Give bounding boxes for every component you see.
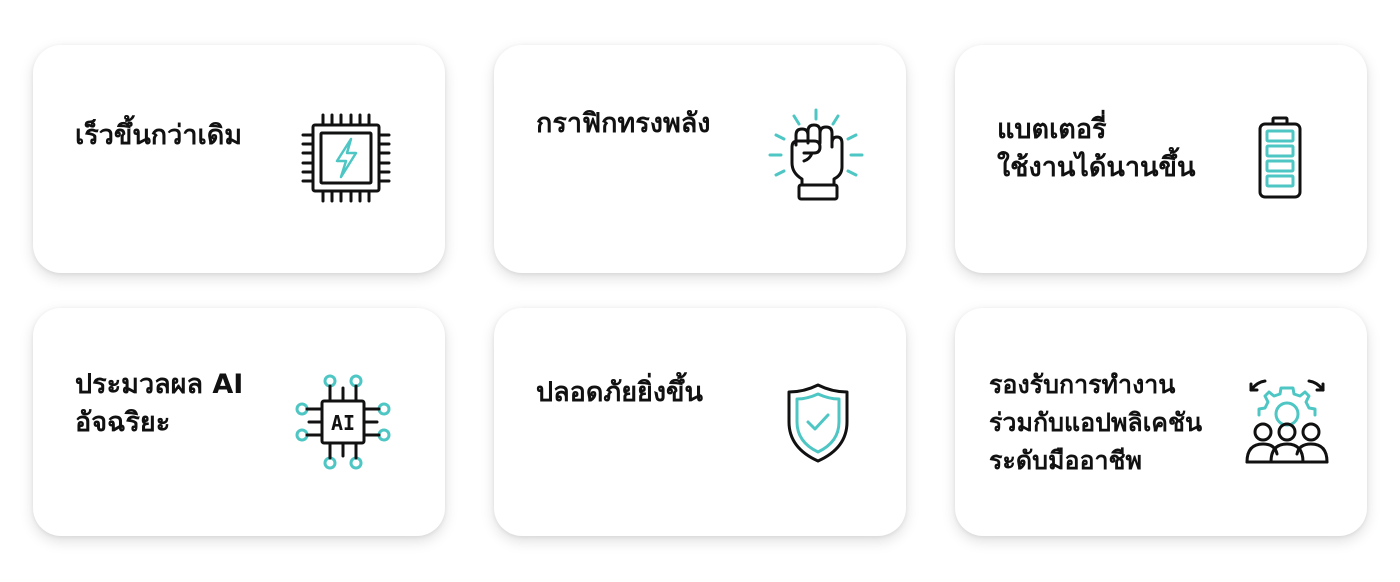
feature-title-line: ร่วมกับแอปพลิเคชัน	[989, 408, 1203, 437]
ai-chip-icon: AI	[295, 374, 391, 470]
feature-title-line: เร็วขึ้นกว่าเดิม	[75, 120, 243, 151]
feature-title: แบตเตอรี่ ใช้งานได้นานขึ้น	[997, 111, 1195, 187]
feature-title: ปลอดภัยยิ่งขึ้น	[536, 374, 703, 412]
ai-chip-label: AI	[331, 411, 355, 435]
team-gear-icon	[1239, 378, 1335, 466]
feature-title: รองรับการทำงาน ร่วมกับแอปพลิเคชัน ระดับม…	[989, 366, 1202, 480]
feature-card-pro-apps: รองรับการทำงาน ร่วมกับแอปพลิเคชัน ระดับม…	[955, 308, 1367, 536]
shield-check-icon	[786, 382, 850, 464]
feature-title: ประมวลผล AI อัจฉริยะ	[75, 366, 243, 442]
feature-title: เร็วขึ้นกว่าเดิม	[75, 117, 242, 155]
feature-title: กราฟิกทรงพลัง	[536, 105, 711, 143]
feature-title-line: ปลอดภัยยิ่งขึ้น	[536, 377, 703, 408]
feature-title-line: อัจฉริยะ	[75, 407, 171, 438]
chip-lightning-icon	[299, 111, 393, 205]
feature-title-line: รองรับการทำงาน	[989, 370, 1176, 399]
feature-title-line: ระดับมืออาชีพ	[989, 446, 1142, 475]
feature-title-line: แบตเตอรี่	[997, 114, 1107, 145]
battery-icon	[1255, 115, 1305, 201]
feature-card-ai: ประมวลผล AI อัจฉริยะ AI	[33, 308, 445, 536]
feature-title-line: ใช้งานได้นานขึ้น	[997, 152, 1196, 183]
feature-card-faster: เร็วขึ้นกว่าเดิม	[33, 45, 445, 273]
feature-title-line: ประมวลผล AI	[75, 369, 244, 400]
feature-title-line: กราฟิกทรงพลัง	[536, 108, 711, 139]
feature-card-security: ปลอดภัยยิ่งขึ้น	[494, 308, 906, 536]
feature-card-battery: แบตเตอรี่ ใช้งานได้นานขึ้น	[955, 45, 1367, 273]
feature-card-graphics: กราฟิกทรงพลัง	[494, 45, 906, 273]
raised-fist-icon	[768, 107, 864, 207]
